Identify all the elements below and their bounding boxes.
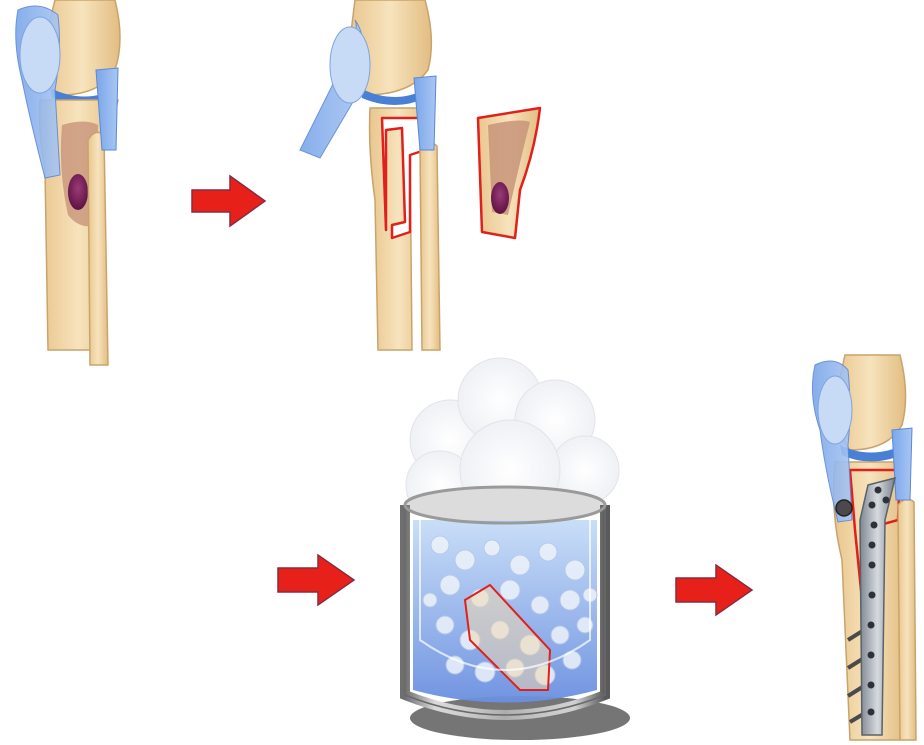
right-arrow-icon [278,555,354,605]
right-arrow-icon [192,176,265,226]
resection-illustration [300,0,540,350]
resected-bone-segment [478,108,540,238]
knee-with-tumor-illustration [16,0,120,365]
liquid-nitrogen-container-illustration [405,358,630,740]
right-arrow-icon [676,565,752,615]
plate-fixation-illustration [812,355,916,740]
